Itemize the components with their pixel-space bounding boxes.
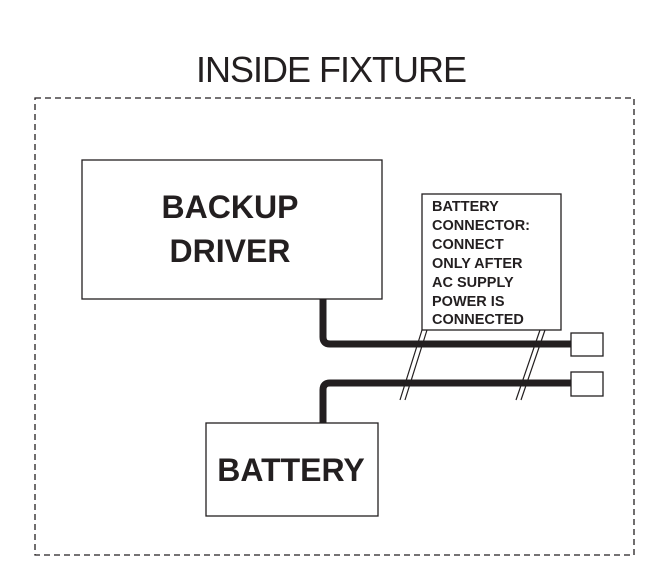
backup-driver-label-line1: BACKUP <box>162 189 299 225</box>
battery-cable <box>319 379 571 423</box>
note-line: POWER IS <box>432 294 505 310</box>
fixture-boundary <box>34 97 635 556</box>
backup-driver-box <box>81 159 383 300</box>
note-line: ONLY AFTER <box>432 256 523 272</box>
battery-connector-note-text: BATTERY CONNECTOR: CONNECT ONLY AFTER AC… <box>432 199 530 328</box>
backup-driver-label-line2: DRIVER <box>170 233 291 269</box>
battery-connector-plug <box>570 371 604 397</box>
note-line: CONNECTED <box>432 312 524 328</box>
callout-leader-left <box>399 329 428 401</box>
note-line: CONNECTOR: <box>432 218 530 234</box>
driver-cable <box>319 299 571 348</box>
driver-connector-plug <box>570 332 604 357</box>
cables <box>319 299 571 423</box>
diagram-title: INSIDE FIXTURE <box>196 49 466 90</box>
note-line: BATTERY <box>432 199 499 215</box>
battery-connector-note-box <box>421 193 562 331</box>
callout-leaders <box>399 329 546 401</box>
note-line: CONNECT <box>432 237 504 253</box>
callout-leader-right <box>515 329 546 401</box>
battery-box <box>205 422 379 517</box>
battery-label: BATTERY <box>217 452 365 488</box>
note-line: AC SUPPLY <box>432 275 514 291</box>
